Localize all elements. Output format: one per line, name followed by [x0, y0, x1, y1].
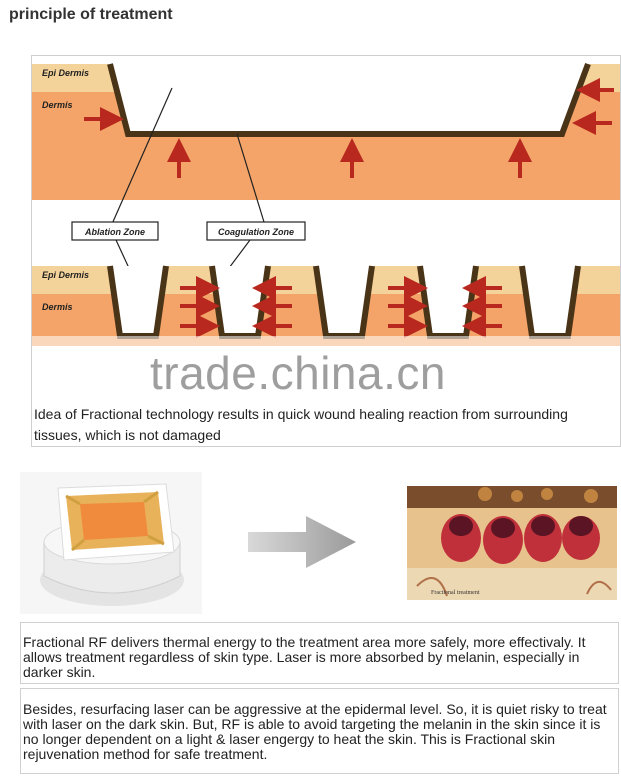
diagram-caption: Idea of Fractional technology results in… — [34, 404, 618, 446]
rf-description-box: Fractional RF delivers thermal energy to… — [20, 622, 619, 684]
rf-description-text: Fractional RF delivers thermal energy to… — [23, 634, 586, 680]
skin-cross-section-image: Fractional treatment — [407, 486, 617, 600]
laser-comparison-text: Besides, resurfacing laser can be aggres… — [23, 701, 607, 762]
coagulation-zone-label: Coagulation Zone — [218, 227, 294, 237]
laser-comparison-box: Besides, resurfacing laser can be aggres… — [20, 688, 619, 774]
section-title: principle of treatment — [9, 6, 173, 24]
ablation-crater-top — [110, 64, 588, 134]
ablation-zone-label: Ablation Zone — [84, 227, 145, 237]
right-arrow-icon — [248, 516, 358, 568]
epi-dermis-label-top: Epi Dermis — [42, 68, 89, 78]
watermark-text: trade.china.cn — [150, 346, 446, 400]
skin-image-label: Fractional treatment — [431, 590, 480, 596]
fractional-diagram: Epi Dermis Dermis Ablation Zone Coagulat… — [31, 55, 621, 447]
dermis-label-top: Dermis — [42, 100, 73, 110]
dermis-label-bottom: Dermis — [42, 302, 73, 312]
rf-tip-image — [20, 472, 202, 614]
epi-dermis-label-bottom: Epi Dermis — [42, 270, 89, 280]
